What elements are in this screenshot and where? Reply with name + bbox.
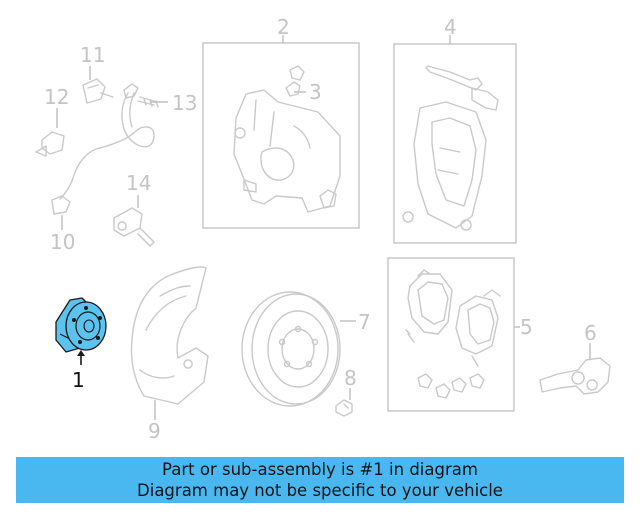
brake-rotor-part <box>241 291 341 407</box>
callout-13: 13 <box>172 91 197 115</box>
speed-sensor-part <box>113 207 155 247</box>
callout-7: 7 <box>358 310 371 334</box>
callout-4: 4 <box>444 15 457 39</box>
callout-6: 6 <box>584 321 597 345</box>
brake-pads-part <box>405 269 501 367</box>
callout-5: 5 <box>520 315 533 339</box>
info-banner: Part or sub-assembly is #1 in diagram Di… <box>16 457 624 503</box>
callout-2: 2 <box>277 15 290 39</box>
guide-bracket-group-box <box>393 43 517 244</box>
callout-9: 9 <box>148 419 161 443</box>
callout-11: 11 <box>80 43 105 67</box>
banner-line-disclaimer: Diagram may not be specific to your vehi… <box>137 481 503 500</box>
banner-line-part-number: Part or sub-assembly is #1 in diagram <box>162 460 478 479</box>
brake-hose-part <box>35 78 159 215</box>
caliper-bracket-part <box>402 65 499 231</box>
callout-8: 8 <box>344 366 357 390</box>
callout-10: 10 <box>50 230 75 254</box>
brake-pad-group-box <box>387 257 515 412</box>
callout-14: 14 <box>126 171 151 195</box>
dust-shield-part <box>130 266 209 405</box>
caliper-part <box>233 89 341 213</box>
pad-clips-part <box>417 373 485 399</box>
wheel-hub-part <box>55 297 107 365</box>
callout-3: 3 <box>309 80 322 104</box>
caliper-group-box <box>202 42 360 229</box>
callout-1: 1 <box>72 368 85 392</box>
rotor-screw-part <box>335 399 353 417</box>
callout-12: 12 <box>44 85 69 109</box>
leader-lines <box>56 35 591 420</box>
bleeder-screw-part <box>285 65 305 97</box>
wear-sensor-part <box>539 357 611 395</box>
